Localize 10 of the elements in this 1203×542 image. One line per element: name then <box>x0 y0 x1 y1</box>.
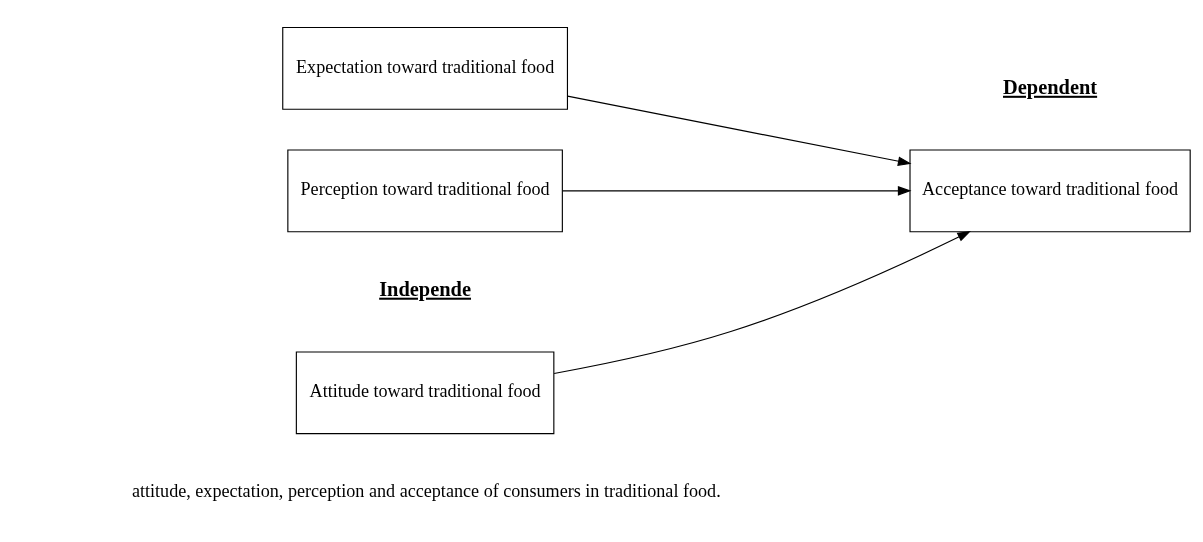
label: Independe <box>379 277 472 300</box>
node-box: Attitude toward traditional food <box>295 350 555 434</box>
arrow <box>561 185 912 196</box>
label: attitude, expectation, perception and acceptance of consumers in traditional food. <box>131 480 721 501</box>
arrow <box>553 230 971 374</box>
node-box: Perception toward traditional food <box>287 148 563 232</box>
node-box: Acceptance toward traditional food <box>909 148 1191 232</box>
arrow <box>566 95 912 166</box>
node-box: Expectation toward traditional food <box>282 26 568 110</box>
label: Dependent <box>1003 75 1098 98</box>
